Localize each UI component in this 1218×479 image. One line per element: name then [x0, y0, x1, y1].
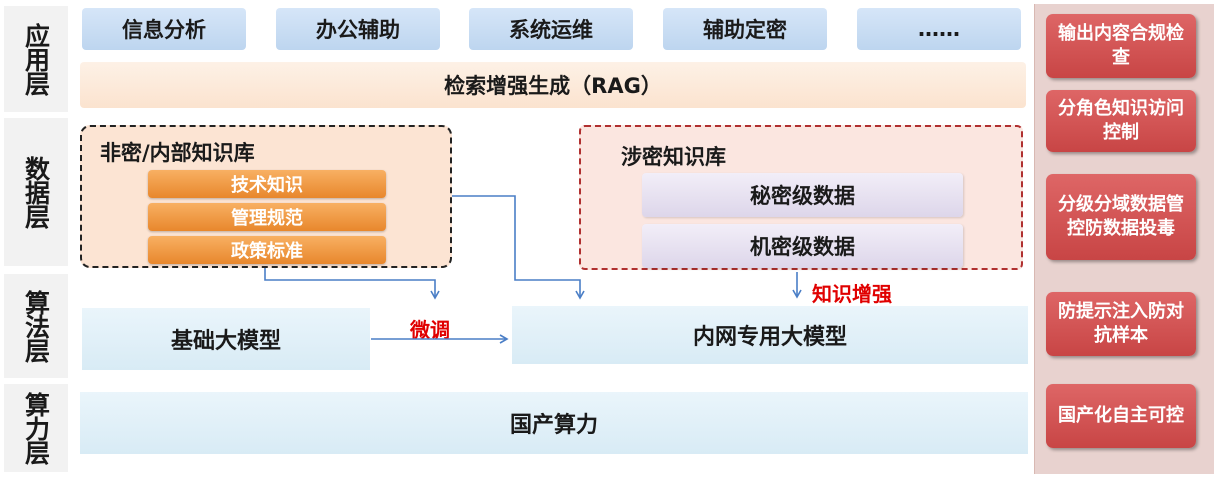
intranet-model-box: 内网专用大模型 [512, 306, 1028, 364]
app-box-system-ops: 系统运维 [469, 8, 633, 50]
domestic-compute-box: 国产算力 [80, 392, 1028, 454]
app-box-office-assist: 办公辅助 [276, 8, 440, 50]
kb-item-management-standards: 管理规范 [148, 203, 386, 231]
layer-label-data: 数据层 [4, 118, 68, 266]
arrow-nonsecret-to-finetune [264, 268, 440, 300]
rag-bar: 检索增强生成（RAG） [80, 62, 1026, 108]
layer-label-application: 应用层 [4, 6, 68, 112]
security-role-access-control: 分角色知识访问控制 [1046, 90, 1196, 152]
security-prompt-injection-defense: 防提示注入防对抗样本 [1046, 292, 1196, 356]
kb-item-secret-level-data: 秘密级数据 [642, 173, 963, 217]
app-box-more: …… [857, 8, 1021, 50]
layer-label-compute: 算力层 [4, 384, 68, 472]
layer-label-algorithm: 算法层 [4, 274, 68, 378]
kb-item-policy-standards: 政策标准 [148, 236, 386, 264]
app-box-classification-assist: 辅助定密 [663, 8, 827, 50]
nonsecret-kb-title: 非密/内部知识库 [100, 141, 255, 165]
kb-item-technical-knowledge: 技术知识 [148, 170, 386, 198]
security-domestic-autonomy: 国产化自主可控 [1046, 384, 1196, 448]
secret-kb-title: 涉密知识库 [621, 145, 726, 169]
arrow-nonsecret-to-intranet-model [452, 195, 585, 300]
base-model-box: 基础大模型 [82, 308, 370, 370]
knowledge-enhance-label: 知识增强 [812, 282, 892, 306]
kb-item-confidential-level-data: 机密级数据 [642, 224, 963, 268]
app-box-info-analysis: 信息分析 [82, 8, 246, 50]
security-output-compliance-check: 输出内容合规检查 [1046, 14, 1196, 78]
security-data-governance: 分级分域数据管控防数据投毒 [1046, 174, 1196, 260]
finetune-label: 微调 [410, 318, 450, 342]
